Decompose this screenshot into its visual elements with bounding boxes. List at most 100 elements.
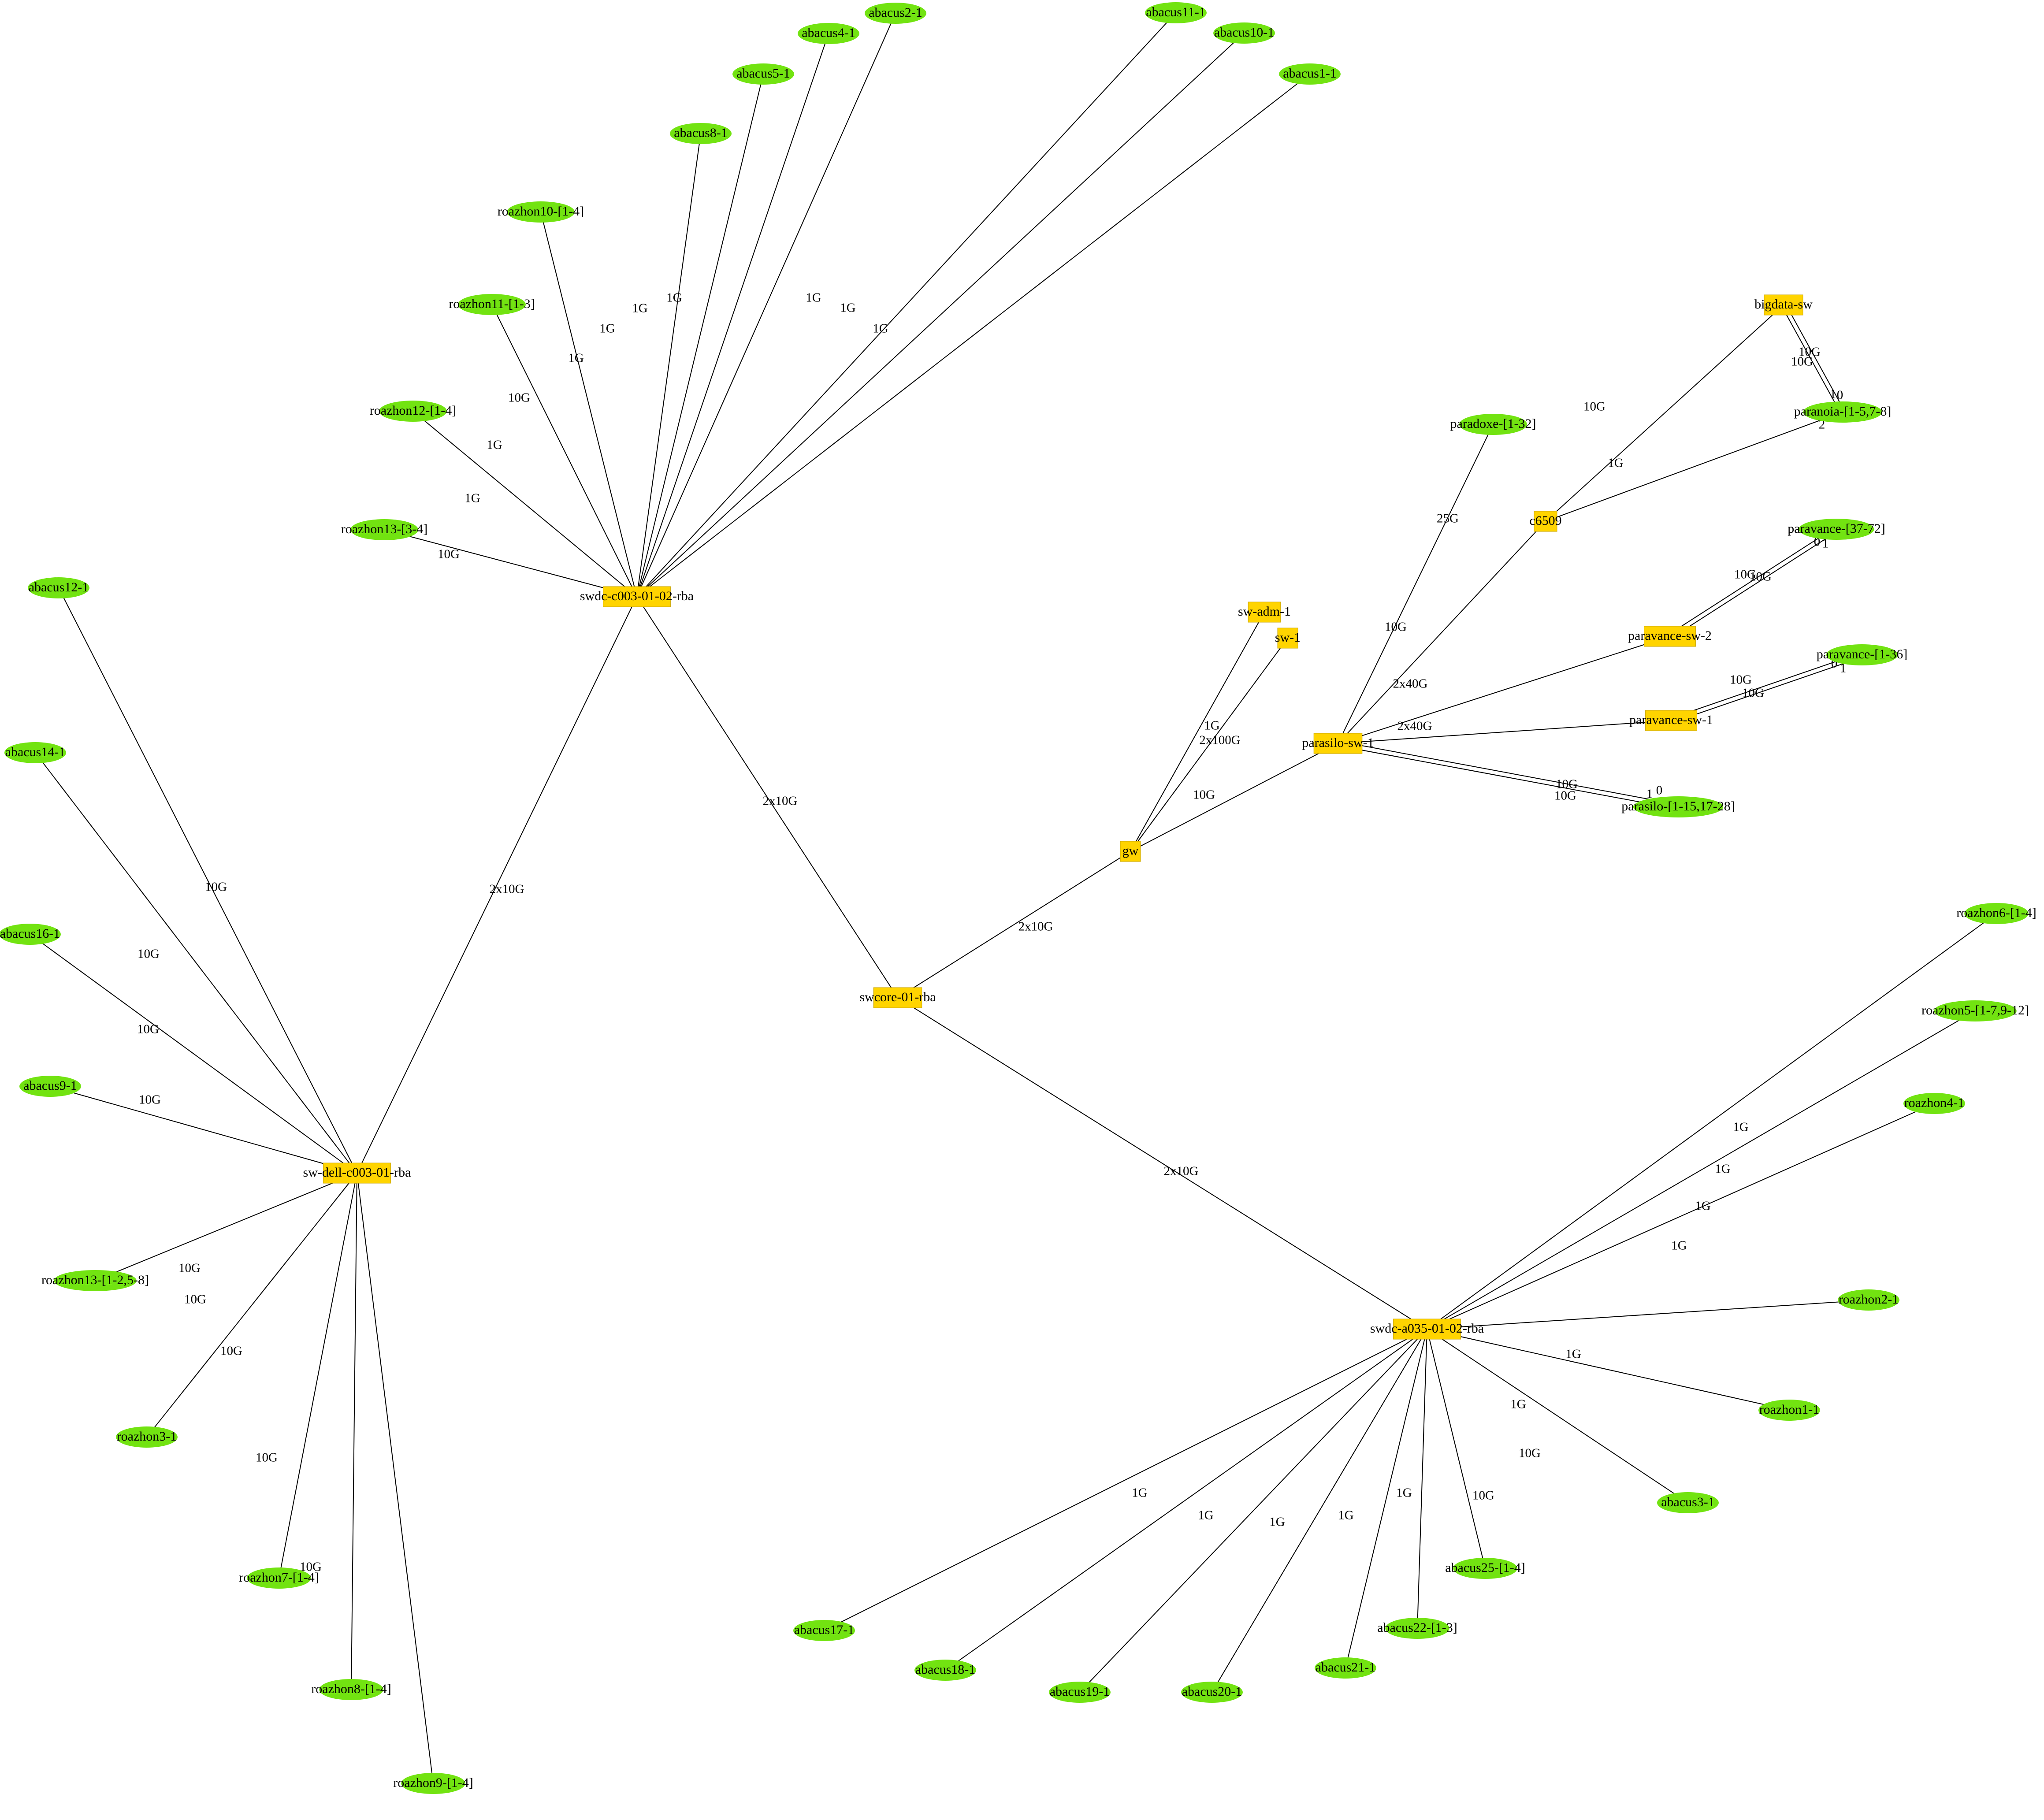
edge-line-swdc-a035-01-02-rba--roazhon1-1 bbox=[1427, 1329, 1790, 1411]
edge-label: 10G bbox=[178, 1261, 201, 1275]
edge-label: 10G bbox=[139, 1093, 161, 1107]
edge-label: 1G bbox=[487, 438, 502, 452]
node-label-abacus21-1: abacus21-1 bbox=[1316, 1660, 1376, 1675]
edge-label: 10G bbox=[1519, 1446, 1541, 1460]
edge-line-parasilo-sw-1--paradoxe-[1-32] bbox=[1338, 424, 1494, 744]
edge-label: 2x100G bbox=[1199, 733, 1241, 747]
node-label-abacus18-1: abacus18-1 bbox=[915, 1662, 976, 1677]
port-label: 0 bbox=[1656, 784, 1663, 798]
node-label-abacus1-1: abacus1-1 bbox=[1283, 66, 1337, 81]
host-node-abacus3-1 bbox=[1657, 1492, 1719, 1513]
switch-node-parasilo-sw-1 bbox=[1313, 733, 1363, 754]
edge-line-sw-dell-c003-01-rba--abacus14-1 bbox=[35, 752, 357, 1174]
edge-line-parasilo-sw-1--paravance-sw-1 bbox=[1338, 720, 1672, 744]
node-label-roazhon13-[3-4]: roazhon13-[3-4] bbox=[341, 522, 428, 536]
node-label-bigdata-sw: bigdata-sw bbox=[1754, 297, 1813, 312]
edge-label: 10G bbox=[220, 1344, 242, 1358]
host-node-abacus22-[1-3] bbox=[1385, 1618, 1449, 1639]
node-label-abacus19-1: abacus19-1 bbox=[1050, 1684, 1110, 1699]
host-node-abacus2-1 bbox=[865, 3, 926, 24]
host-node-roazhon9-[1-4] bbox=[401, 1773, 465, 1794]
edge-label: 1G bbox=[873, 322, 888, 336]
edge-line-swdc-c003-01-02-rba--swcore-01-rba bbox=[636, 596, 898, 998]
edge-label: 2x40G bbox=[1393, 677, 1428, 691]
port-label: 1 bbox=[1830, 387, 1836, 401]
edge-line-swdc-c003-01-02-rba--abacus8-1 bbox=[636, 133, 701, 597]
edge-label: 10G bbox=[1734, 568, 1756, 582]
host-node-roazhon1-1 bbox=[1758, 1400, 1820, 1421]
edge-label: 2x10G bbox=[1018, 920, 1053, 934]
edge-line-swdc-a035-01-02-rba--roazhon6-[1-4] bbox=[1427, 913, 1997, 1330]
switch-node-swdc-c003-01-02-rba bbox=[603, 586, 671, 607]
edge-label: 10G bbox=[205, 880, 227, 894]
edge-line-gw--sw-1 bbox=[1130, 638, 1288, 852]
edge-label: 10G bbox=[137, 1022, 159, 1036]
edge-label: 1G bbox=[1132, 1486, 1148, 1500]
edge-line-bigdata-sw--paranoia-[1-5,7-8] bbox=[1781, 305, 1841, 413]
node-label-abacus5-1: abacus5-1 bbox=[736, 66, 790, 81]
edge-line-swdc-a035-01-02-rba--abacus19-1 bbox=[1079, 1329, 1427, 1693]
edge-line-sw-dell-c003-01-rba--abacus9-1 bbox=[50, 1086, 357, 1174]
edge-line-swdc-c003-01-02-rba--abacus11-1 bbox=[636, 12, 1176, 597]
edge-line-c6509--paranoia-[1-5,7-8] bbox=[1545, 412, 1843, 522]
node-label-abacus3-1: abacus3-1 bbox=[1661, 1495, 1715, 1509]
edge-label: 10G bbox=[1583, 400, 1605, 414]
node-label-roazhon8-[1-4]: roazhon8-[1-4] bbox=[311, 1682, 391, 1696]
edge-label: 10G bbox=[1750, 570, 1772, 584]
node-label-roazhon10-[1-4]: roazhon10-[1-4] bbox=[498, 204, 584, 219]
switch-node-paravance-sw-1 bbox=[1645, 710, 1697, 731]
switch-node-sw-1 bbox=[1277, 628, 1298, 649]
edge-label: 10G bbox=[1799, 345, 1821, 359]
node-label-gw: gw bbox=[1122, 843, 1139, 858]
edge-line-sw-dell-c003-01-rba--roazhon7-[1-4] bbox=[279, 1173, 357, 1579]
edge-line-parasilo-sw-1--c6509 bbox=[1338, 521, 1546, 744]
host-node-parasilo-[1-15,17-28] bbox=[1633, 796, 1724, 817]
node-label-sw-1: sw-1 bbox=[1275, 630, 1301, 645]
edge-line-bigdata-sw--paranoia-[1-5,7-8] bbox=[1785, 304, 1845, 412]
edge-label: 10G bbox=[1385, 620, 1407, 634]
edge-line-swdc-a035-01-02-rba--roazhon5-[1-7,9-12] bbox=[1427, 1010, 1976, 1330]
host-node-roazhon8-[1-4] bbox=[319, 1679, 383, 1700]
edge-label: 1G bbox=[465, 491, 480, 505]
switch-node-swdc-a035-01-02-rba bbox=[1393, 1319, 1461, 1340]
node-label-swdc-c003-01-02-rba: swdc-c003-01-02-rba bbox=[580, 589, 694, 603]
edge-label: 1G bbox=[632, 301, 648, 316]
edge-line-sw-dell-c003-01-rba--roazhon9-[1-4] bbox=[357, 1173, 434, 1784]
edge-line-swdc-c003-01-02-rba--roazhon13-[3-4] bbox=[384, 529, 637, 597]
node-label-roazhon12-[1-4]: roazhon12-[1-4] bbox=[370, 403, 457, 418]
node-label-paravance-sw-1: paravance-sw-1 bbox=[1629, 713, 1713, 727]
host-node-paravance-[37-72] bbox=[1799, 519, 1874, 540]
host-node-abacus1-1 bbox=[1279, 63, 1341, 85]
edge-line-sw-dell-c003-01-rba--abacus16-1 bbox=[30, 934, 357, 1174]
edge-line-sw-dell-c003-01-rba--roazhon13-[1-2,5-8] bbox=[95, 1173, 357, 1281]
host-node-abacus12-1 bbox=[28, 577, 89, 598]
host-node-abacus14-1 bbox=[4, 742, 66, 763]
node-label-roazhon11-[1-3]: roazhon11-[1-3] bbox=[449, 297, 535, 311]
edge-line-swdc-c003-01-02-rba--roazhon12-[1-4] bbox=[413, 411, 637, 597]
edge-label: 1G bbox=[1269, 1515, 1285, 1529]
edge-line-swdc-a035-01-02-rba--abacus25-[1-4] bbox=[1427, 1329, 1486, 1569]
edge-line-swdc-c003-01-02-rba--abacus5-1 bbox=[636, 74, 764, 597]
node-label-sw-adm-1: sw-adm-1 bbox=[1238, 604, 1291, 619]
edge-line-parasilo-sw-1--paravance-sw-2 bbox=[1338, 636, 1670, 744]
edge-line-swdc-a035-01-02-rba--abacus18-1 bbox=[945, 1329, 1427, 1671]
edge-line-swdc-a035-01-02-rba--roazhon4-1 bbox=[1427, 1103, 1935, 1330]
edge-line-sw-dell-c003-01-rba--roazhon8-[1-4] bbox=[351, 1173, 357, 1690]
edge-label: 10G bbox=[1742, 686, 1764, 700]
edge-label: 10G bbox=[1730, 673, 1752, 687]
edge-label: 10G bbox=[1472, 1489, 1494, 1503]
switch-node-swcore-01-rba bbox=[873, 987, 922, 1008]
host-node-roazhon11-[1-3] bbox=[458, 294, 526, 315]
edge-line-swdc-c003-01-02-rba--abacus1-1 bbox=[636, 74, 1310, 597]
host-node-roazhon6-[1-4] bbox=[1964, 903, 2029, 924]
edge-label: 1G bbox=[1396, 1486, 1412, 1500]
node-label-abacus8-1: abacus8-1 bbox=[674, 126, 728, 140]
edge-label: 10G bbox=[1556, 777, 1578, 791]
node-label-roazhon4-1: roazhon4-1 bbox=[1904, 1096, 1965, 1110]
edge-line-c6509--bigdata-sw bbox=[1545, 305, 1784, 522]
node-label-paravance-[37-72]: paravance-[37-72] bbox=[1788, 521, 1885, 536]
node-label-roazhon1-1: roazhon1-1 bbox=[1759, 1402, 1820, 1417]
edge-line-swdc-c003-01-02-rba--abacus2-1 bbox=[636, 13, 896, 597]
